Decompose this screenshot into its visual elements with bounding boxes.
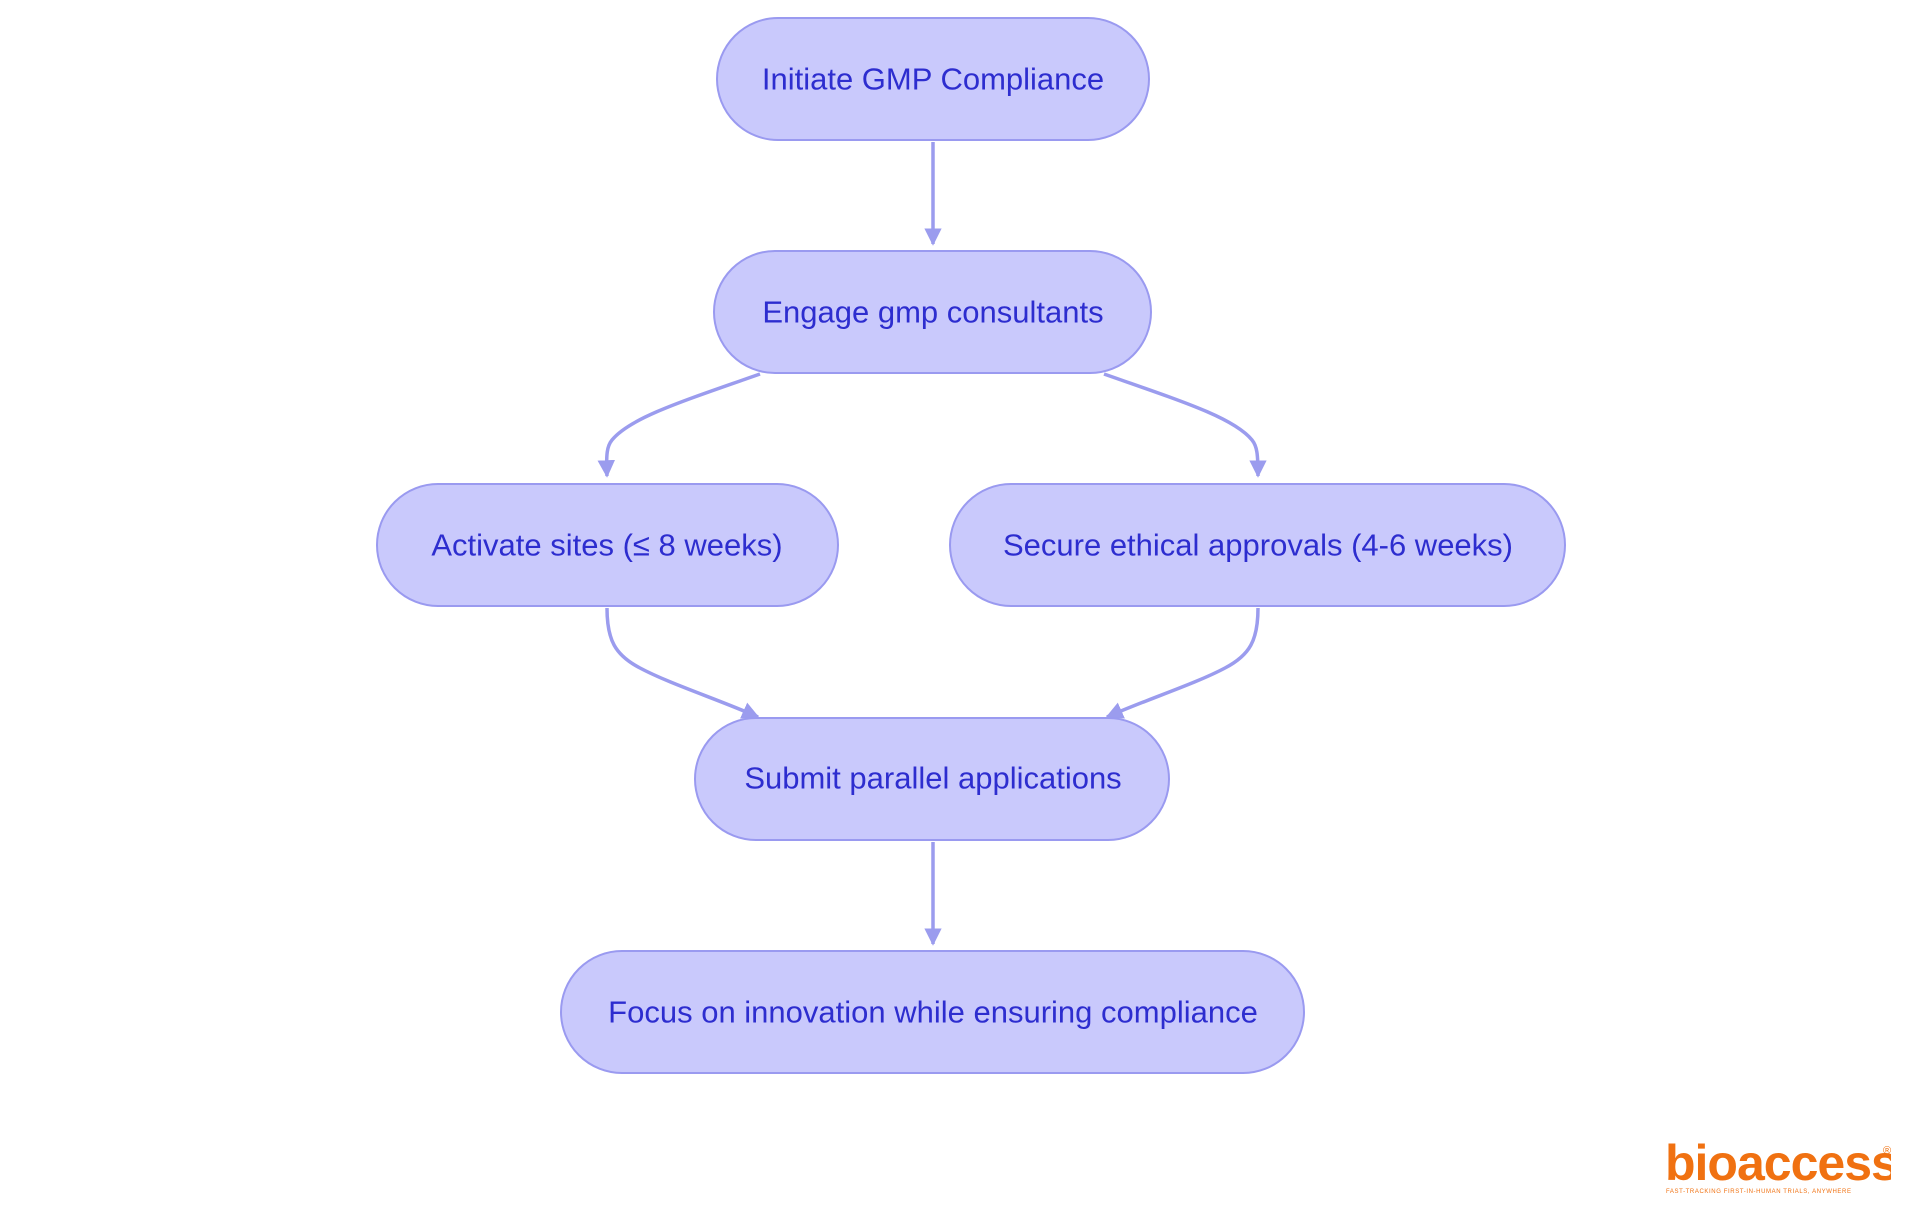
node-shape <box>376 483 839 607</box>
node-initiate: Initiate GMP Compliance <box>716 17 1150 141</box>
node-activate: Activate sites (≤ 8 weeks) <box>376 483 839 607</box>
node-shape <box>949 483 1566 607</box>
edges <box>597 142 1267 946</box>
logo-tagline: FAST-TRACKING FIRST-IN-HUMAN TRIALS, ANY… <box>1666 1189 1852 1195</box>
node-label: Activate sites (≤ 8 weeks) <box>431 528 782 563</box>
node-shape <box>560 950 1305 1074</box>
node-label: Focus on innovation while ensuring compl… <box>608 995 1258 1030</box>
node-engage: Engage gmp consultants <box>713 250 1152 374</box>
logo-registered-mark: ® <box>1883 1145 1891 1157</box>
edge-activate-to-submit <box>605 607 760 719</box>
logo-wordmark: bioaccess <box>1665 1138 1891 1191</box>
node-label: Engage gmp consultants <box>762 295 1103 330</box>
node-focus: Focus on innovation while ensuring compl… <box>560 950 1305 1074</box>
edge-engage-to-activate <box>597 372 761 478</box>
node-label: Secure ethical approvals (4-6 weeks) <box>1003 528 1513 563</box>
bioaccess-logo: bioaccess ® FAST-TRACKING FIRST-IN-HUMAN… <box>1665 1138 1891 1195</box>
node-label: Initiate GMP Compliance <box>762 62 1104 97</box>
edge-secure-to-submit <box>1105 607 1260 719</box>
node-label: Submit parallel applications <box>744 761 1121 796</box>
node-submit: Submit parallel applications <box>694 717 1170 841</box>
edge-engage-to-secure <box>1103 372 1267 478</box>
node-shape <box>713 250 1152 374</box>
node-shape <box>694 717 1170 841</box>
node-secure: Secure ethical approvals (4-6 weeks) <box>949 483 1566 607</box>
node-shape <box>716 17 1150 141</box>
